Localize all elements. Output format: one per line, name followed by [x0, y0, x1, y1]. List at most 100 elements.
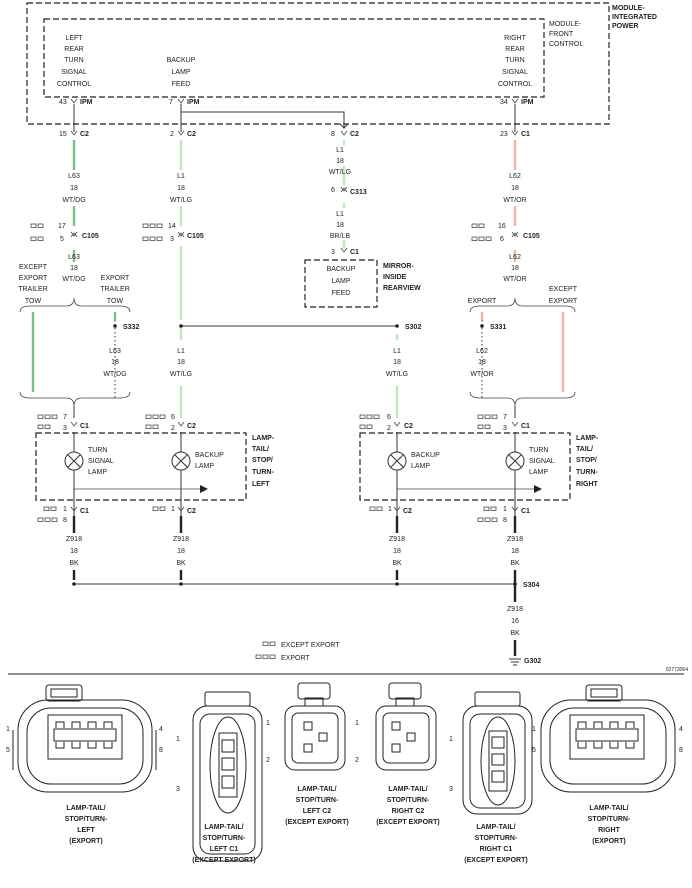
lamp-top-conn-bl: C2 — [187, 423, 196, 430]
wire-z4-1: Z918 — [507, 536, 523, 543]
mirror-title-2: INSIDE — [383, 274, 407, 281]
wire-label-l63c-2: 18 — [111, 359, 119, 366]
wire-z2-1: Z918 — [173, 536, 189, 543]
wire-z1-1: Z918 — [66, 536, 82, 543]
wire-z3-3: BK — [392, 560, 402, 567]
branch-export-left-3: TOW — [107, 298, 124, 305]
wire-label-l62-1: L62 — [509, 173, 521, 180]
wire-label-l62c-1: L62 — [476, 348, 488, 355]
integrated-power-module-box — [26, 2, 610, 125]
cv3-cap-3: LEFT C2 — [303, 808, 331, 815]
assembly-right-1: LAMP- — [576, 435, 599, 442]
ground-wires — [72, 516, 517, 656]
wire-z1-3: BK — [69, 560, 79, 567]
c105-mid-pin2: 3 — [170, 236, 174, 243]
out-backup-3: FEED — [172, 81, 191, 88]
wire-z5-1: Z918 — [507, 606, 523, 613]
cv3-cap-1: LAMP-TAIL/ — [297, 786, 336, 793]
wire-label-l1e-3: WT/LG — [386, 371, 408, 378]
c105-left-pin1: 17 — [58, 223, 66, 230]
branch-except-left-2: EXPORT — [19, 275, 48, 282]
cv1-pin-1: 1 — [6, 726, 10, 733]
cv6-pin-4: 4 — [679, 726, 683, 733]
wire-label-l1d-1: L1 — [177, 348, 185, 355]
wire-label-l63b-3: WT/DG — [62, 276, 85, 283]
cv2-pin-3: 3 — [176, 786, 180, 793]
lamp-turn-right-3: LAMP — [529, 469, 548, 476]
lamp-backup-right-2: LAMP — [411, 463, 430, 470]
cv1-cap-4: (EXPORT) — [69, 838, 102, 845]
lamp-top-conn-r: C1 — [521, 423, 530, 430]
lamp-top-conn-l: C1 — [80, 423, 89, 430]
lamp-assembly-left-box — [35, 432, 247, 501]
cv6-pin-8: 8 — [679, 747, 683, 754]
wire-z2-2: 18 — [177, 548, 185, 555]
wire-label-l1e-1: L1 — [393, 348, 401, 355]
cv2-cap-2: STOP/TURN- — [203, 835, 246, 842]
mirror-box-1: BACKUP — [327, 266, 356, 273]
cv5-pin-3: 3 — [449, 786, 453, 793]
wire-label-l63c-3: WT/DG — [103, 371, 126, 378]
out-right-2: REAR — [505, 46, 524, 53]
top-conn-2: C2 — [187, 131, 196, 138]
wire-label-l63b-2: 18 — [70, 265, 78, 272]
cv1-cap-2: STOP/TURN- — [65, 816, 108, 823]
splice-s304-dot — [513, 582, 517, 586]
wire-label-l1-1: L1 — [177, 173, 185, 180]
figure-id: 02773064 — [666, 667, 688, 673]
c105-left-pin2: 5 — [60, 236, 64, 243]
ipm-pin-43: 43 — [59, 99, 67, 106]
lamp-bot-pin-l1: 1 — [63, 506, 67, 513]
top-conn-1: C2 — [80, 131, 89, 138]
splice-s302: S302 — [405, 324, 421, 331]
c105-right-pin2: 6 — [500, 236, 504, 243]
lamp-top-pin-bl2: 2 — [171, 425, 175, 432]
cv1-cap-3: LEFT — [77, 827, 95, 834]
cv3-pin-2: 2 — [266, 757, 270, 764]
assembly-right-2: TAIL/ — [576, 446, 593, 453]
out-left-2: REAR — [64, 46, 83, 53]
ground-label: G302 — [524, 658, 541, 665]
lamp-bot-conn-bl: C2 — [187, 508, 196, 515]
top-conn-4: C1 — [521, 131, 530, 138]
cv6-cap-3: RIGHT — [598, 827, 621, 834]
lamp-top-conn-br: C2 — [404, 423, 413, 430]
cv1-pin-5: 5 — [6, 747, 10, 754]
branch-export-right: EXPORT — [468, 298, 497, 305]
cv4-cap-4: (EXCEPT EXPORT) — [376, 819, 439, 826]
lamp-bot-conn-l: C1 — [80, 508, 89, 515]
lamp-bot-pin-br: 1 — [388, 506, 392, 513]
cv6-pin-1: 1 — [532, 726, 536, 733]
cv5-cap-1: LAMP-TAIL/ — [476, 824, 515, 831]
assembly-right-4: TURN- — [576, 469, 598, 476]
wire-label-l1m-2: 18 — [336, 222, 344, 229]
assembly-left-3: STOP/ — [252, 457, 273, 464]
ipm-pin-7: 7 — [169, 99, 173, 106]
cv5-pin-1: 1 — [449, 736, 453, 743]
out-left-1: LEFT — [65, 35, 83, 42]
c105-mid-pin1: 14 — [168, 223, 176, 230]
lamp-backup-left-1: BACKUP — [195, 452, 224, 459]
lamp-assembly-right-box — [359, 432, 571, 501]
cv2-cap-4: (EXCEPT EXPORT) — [192, 857, 255, 864]
assembly-left-4: TURN- — [252, 469, 274, 476]
lamp-bot-pin-bl: 1 — [171, 506, 175, 513]
brace-bottom-left — [19, 391, 131, 407]
arrow-left — [200, 485, 208, 493]
front-control-3: CONTROL — [549, 41, 583, 48]
out-backup-2: LAMP — [171, 69, 190, 76]
lamp-top-pin-br1: 6 — [387, 414, 391, 421]
lamp-top-pin-bl1: 6 — [171, 414, 175, 421]
connector-view-left-export — [12, 684, 157, 793]
colored-wires — [31, 140, 565, 418]
lamp-top-pin-r1: 7 — [503, 414, 507, 421]
wire-label-l1m-3: BR/LB — [330, 233, 351, 240]
connector-view-right-c2 — [375, 682, 437, 771]
legend-except-icon — [262, 641, 276, 646]
ipm-label-1: IPM — [80, 99, 93, 106]
cv1-pin-8: 8 — [159, 747, 163, 754]
front-control-1: MODULE- — [549, 21, 582, 28]
splice-s302-dot — [395, 324, 399, 328]
wire-label-l1e-2: 18 — [393, 359, 401, 366]
cv5-cap-2: STOP/TURN- — [475, 835, 518, 842]
